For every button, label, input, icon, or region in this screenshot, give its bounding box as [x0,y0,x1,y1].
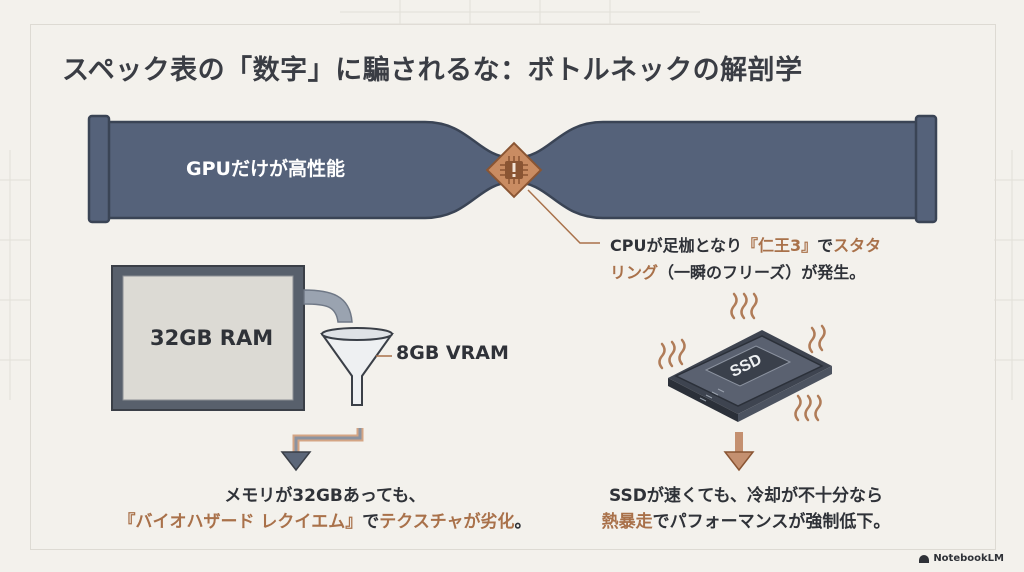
heat-wave-icon [658,292,826,422]
ssd-icon [668,330,832,422]
memory-caption: メモリが32GBあっても、 『バイオハザード レクイエム』でテクスチャが劣化。 [0,483,650,535]
cpu-leader-line [527,189,600,244]
ram-label: 32GB RAM [150,326,274,350]
cpu-callout-line1: CPUが足枷となり『仁王3』でスタタ [610,236,882,255]
page-title: スペック表の「数字」に騙されるな：ボトルネックの解剖学 [62,55,803,86]
notebooklm-logo-icon [919,554,930,563]
ssd-caption-line2: 熱暴走でパフォーマンスが強制低下。 [601,512,891,532]
brand-watermark: NotebookLM [919,553,1004,564]
ssd-down-arrow-icon [723,432,755,472]
ssd-caption-line1: SSDが速くても、冷却が不十分なら [609,486,883,506]
vram-label: 8GB VRAM [396,342,509,364]
warning-chip-icon [485,141,543,199]
brand-label: NotebookLM [933,553,1004,564]
ram-flow [303,289,353,323]
memory-caption-line1: メモリが32GBあっても、 [224,486,426,506]
memory-caption-line2: 『バイオハザード レクイエム』でテクスチャが劣化。 [118,512,532,532]
down-arrow-icon [280,428,364,472]
cpu-callout-text: CPUが足枷となり『仁王3』でスタタ リング（一瞬のフリーズ）が発生。 [610,232,881,286]
cpu-callout-line2: リング（一瞬のフリーズ）が発生。 [610,263,866,282]
ram-module [111,265,305,411]
funnel-icon [320,327,394,406]
gpu-label: GPUだけが高性能 [186,158,345,180]
ssd-caption: SSDが速くても、冷却が不十分なら 熱暴走でパフォーマンスが強制低下。 [556,483,936,535]
